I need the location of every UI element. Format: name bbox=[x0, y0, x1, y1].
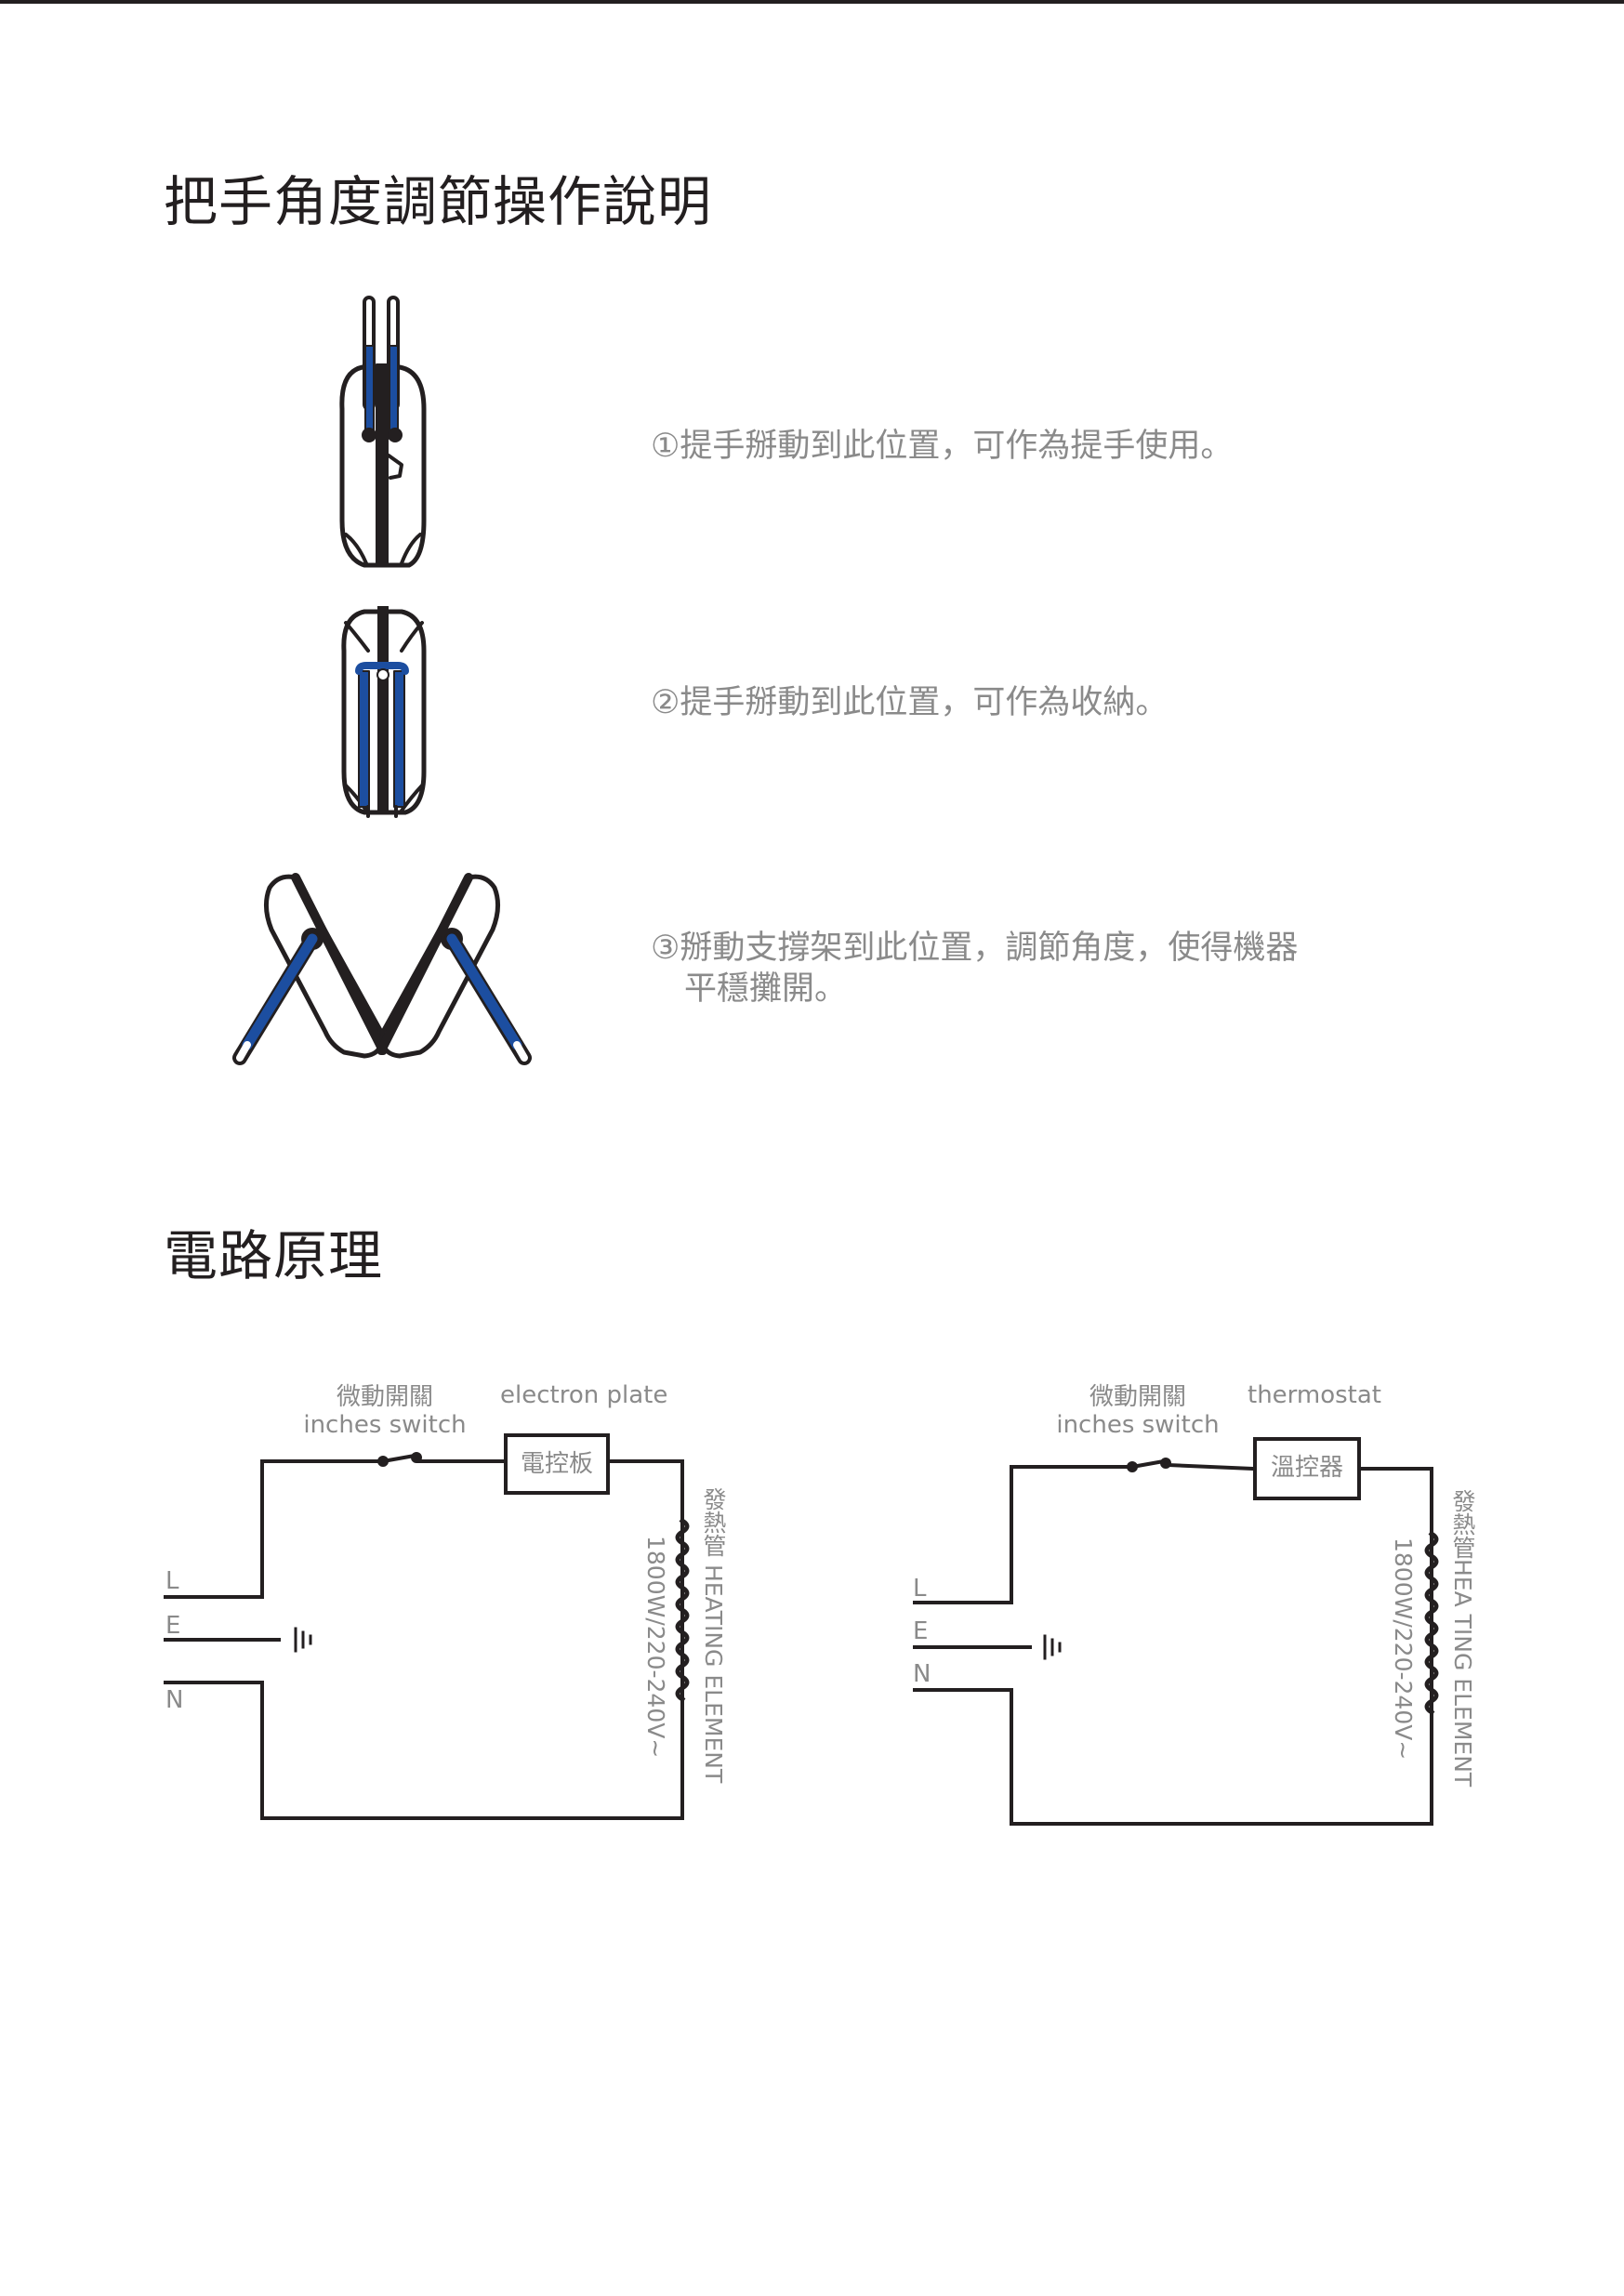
handle-carry-illustration bbox=[339, 296, 427, 568]
right-heating-label: 發熱管HEA TING ELEMENT bbox=[1449, 1489, 1476, 1788]
top-rule bbox=[0, 0, 1624, 4]
left-heating-label: 發熱管 HEATING ELEMENT bbox=[700, 1487, 727, 1784]
left-terminal-l: L bbox=[165, 1567, 179, 1595]
right-terminal-e: E bbox=[913, 1617, 929, 1645]
left-control-box-label: 電控板 bbox=[520, 1450, 593, 1478]
right-control-label: thermostat bbox=[1248, 1381, 1382, 1409]
right-rating-label: 1800W/220-240V~ bbox=[1390, 1537, 1417, 1761]
left-terminal-n: N bbox=[165, 1686, 184, 1714]
handle-step-2: ②提手掰動到此位置，可作為收納。 bbox=[651, 684, 1168, 721]
right-switch-label-cn: 微動開關 bbox=[1089, 1383, 1186, 1411]
handle-section-title: 把手角度調節操作說明 bbox=[164, 170, 713, 233]
right-control-box bbox=[1253, 1437, 1361, 1500]
left-terminal-e: E bbox=[165, 1612, 181, 1640]
right-wire-loop bbox=[1010, 1462, 1433, 1826]
left-control-label: electron plate bbox=[500, 1381, 668, 1409]
left-control-box bbox=[504, 1433, 610, 1495]
handle-stand-illustration bbox=[232, 873, 532, 1065]
handle-step-3-line-1: ③掰動支撐架到此位置，調節角度，使得機器 bbox=[651, 930, 1299, 967]
handle-step-1: ①提手掰動到此位置，可作為提手使用。 bbox=[651, 428, 1234, 465]
handle-step-3-line-2: 平穩攤開。 bbox=[684, 970, 848, 1008]
left-switch-label-en: inches switch bbox=[303, 1411, 467, 1439]
left-rating-label: 1800W/220-240V~ bbox=[642, 1536, 669, 1759]
circuit-section-title: 電路原理 bbox=[164, 1224, 384, 1287]
right-switch-label-en: inches switch bbox=[1056, 1411, 1220, 1439]
right-terminal-l: L bbox=[913, 1575, 927, 1603]
left-switch-label-cn: 微動開關 bbox=[336, 1383, 433, 1411]
left-wire-loop bbox=[260, 1459, 684, 1820]
left-ground-icon bbox=[294, 1627, 312, 1653]
right-terminal-n: N bbox=[913, 1660, 931, 1688]
left-heating-coil bbox=[675, 1517, 690, 1703]
right-circuit bbox=[913, 1437, 1439, 1826]
right-ground-icon bbox=[1043, 1634, 1062, 1660]
left-circuit bbox=[164, 1433, 690, 1820]
handle-storage-illustration bbox=[341, 606, 427, 818]
right-heating-coil bbox=[1424, 1530, 1439, 1716]
right-control-box-label: 溫控器 bbox=[1270, 1454, 1343, 1482]
